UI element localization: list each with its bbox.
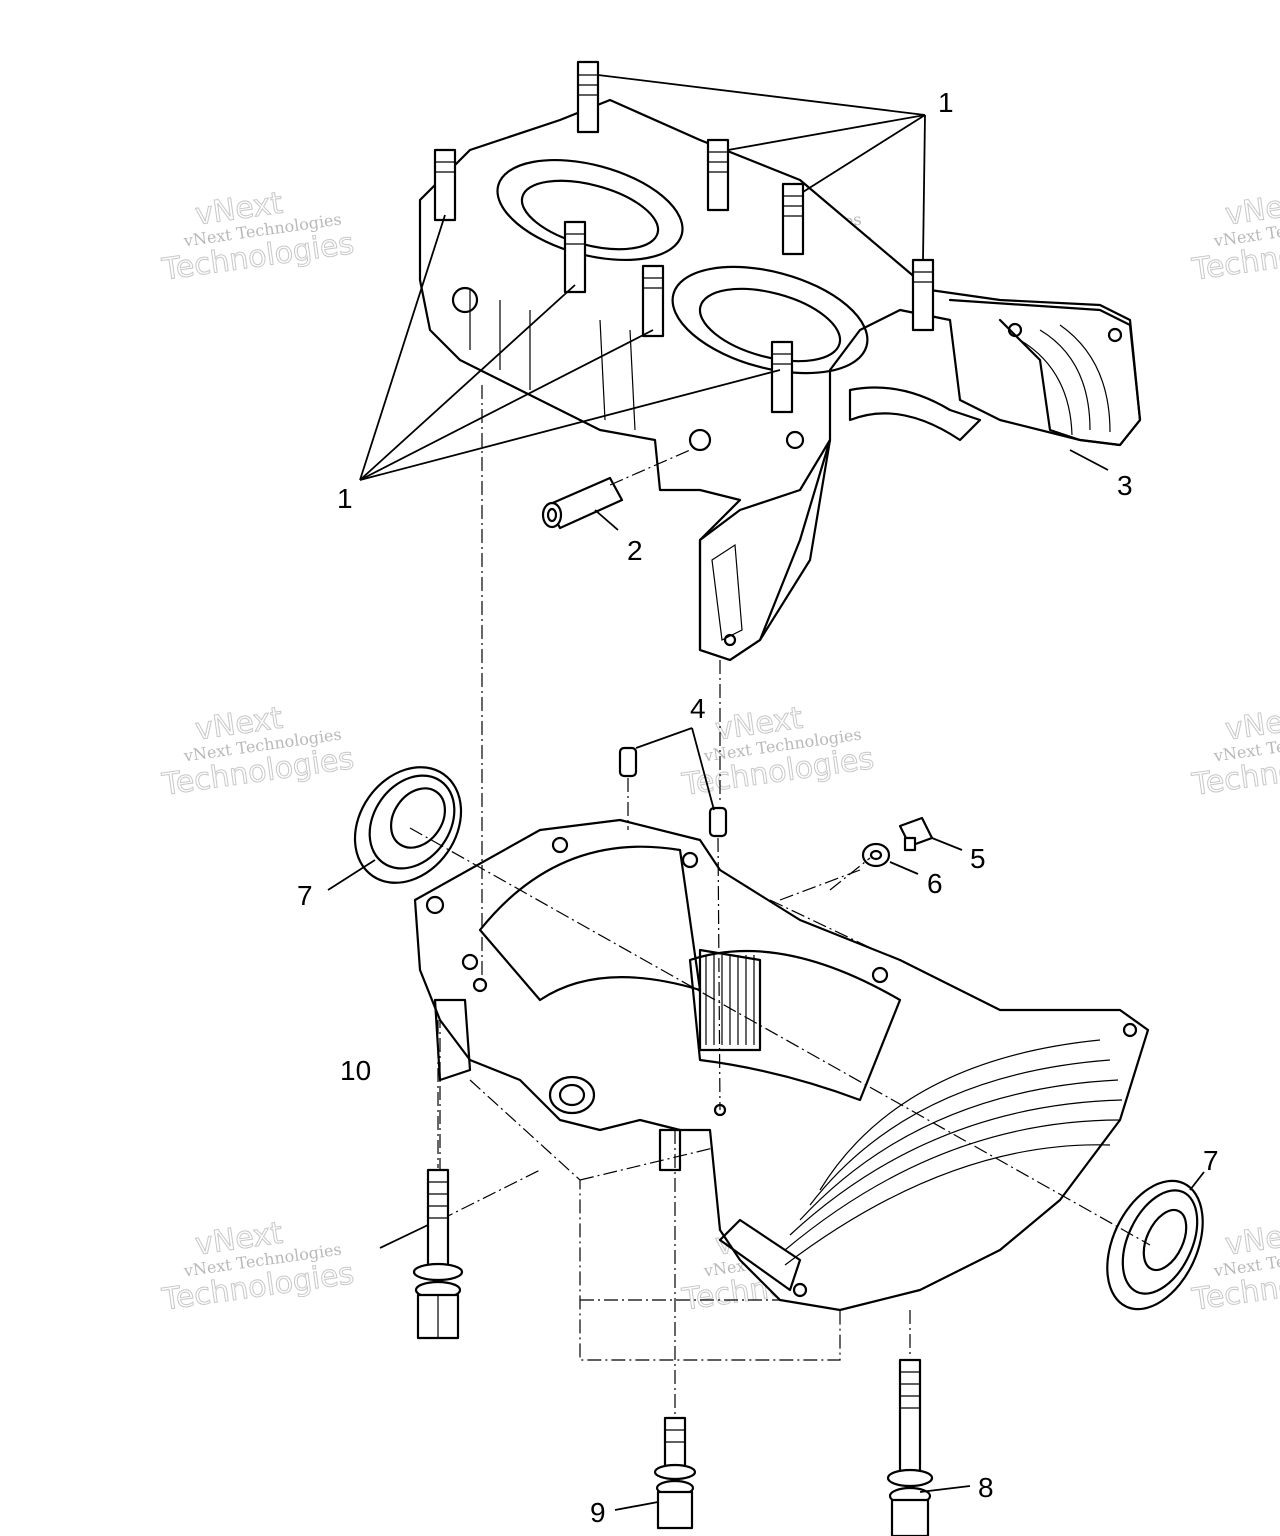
callout-10: 10 <box>340 1055 371 1086</box>
oil-seal-left <box>353 766 463 884</box>
stud <box>433 148 457 222</box>
leader-lines <box>327 74 1205 1511</box>
callout-7-left: 7 <box>297 880 313 911</box>
lower-crankcase <box>413 818 1150 1361</box>
stud <box>641 264 665 338</box>
callout-5: 5 <box>970 843 986 874</box>
watermark-1: vNext vNext Technologies Technologies <box>159 185 357 288</box>
callout-9: 9 <box>590 1497 606 1528</box>
alignment-lines <box>409 385 1151 1416</box>
stud <box>770 340 794 414</box>
stud <box>781 182 805 256</box>
plug-part-5 <box>898 816 934 852</box>
watermark-6: vNext vNext Technologies Technologies <box>1189 700 1280 803</box>
watermark-7: vNext vNext Technologies Technologies <box>159 1215 357 1318</box>
stud <box>911 258 935 332</box>
washer-part-6 <box>861 842 891 868</box>
callout-labels: 1 1 2 3 4 5 6 7 7 8 9 10 <box>297 87 1219 1528</box>
stud <box>576 60 600 134</box>
stud <box>706 138 730 212</box>
stud <box>563 220 587 294</box>
callout-1-left: 1 <box>337 483 353 514</box>
bolt-part-10 <box>412 1168 464 1340</box>
callout-6: 6 <box>927 868 943 899</box>
watermark-3: vNext vNext Technologies Technologies <box>1189 185 1280 288</box>
callout-8: 8 <box>978 1472 994 1503</box>
bolt-part-9 <box>653 1416 697 1530</box>
dowel-pins <box>618 746 728 838</box>
callout-4: 4 <box>690 693 706 724</box>
watermark-4: vNext vNext Technologies Technologies <box>159 700 357 803</box>
callout-3: 3 <box>1117 470 1133 501</box>
fitting-part-2 <box>541 449 691 530</box>
bolt-part-8 <box>886 1358 934 1536</box>
oil-seal-right <box>1106 1179 1204 1311</box>
callout-7-right: 7 <box>1203 1145 1219 1176</box>
cylinder-studs <box>433 60 935 414</box>
callout-1-top: 1 <box>938 87 954 118</box>
callout-2: 2 <box>627 535 643 566</box>
